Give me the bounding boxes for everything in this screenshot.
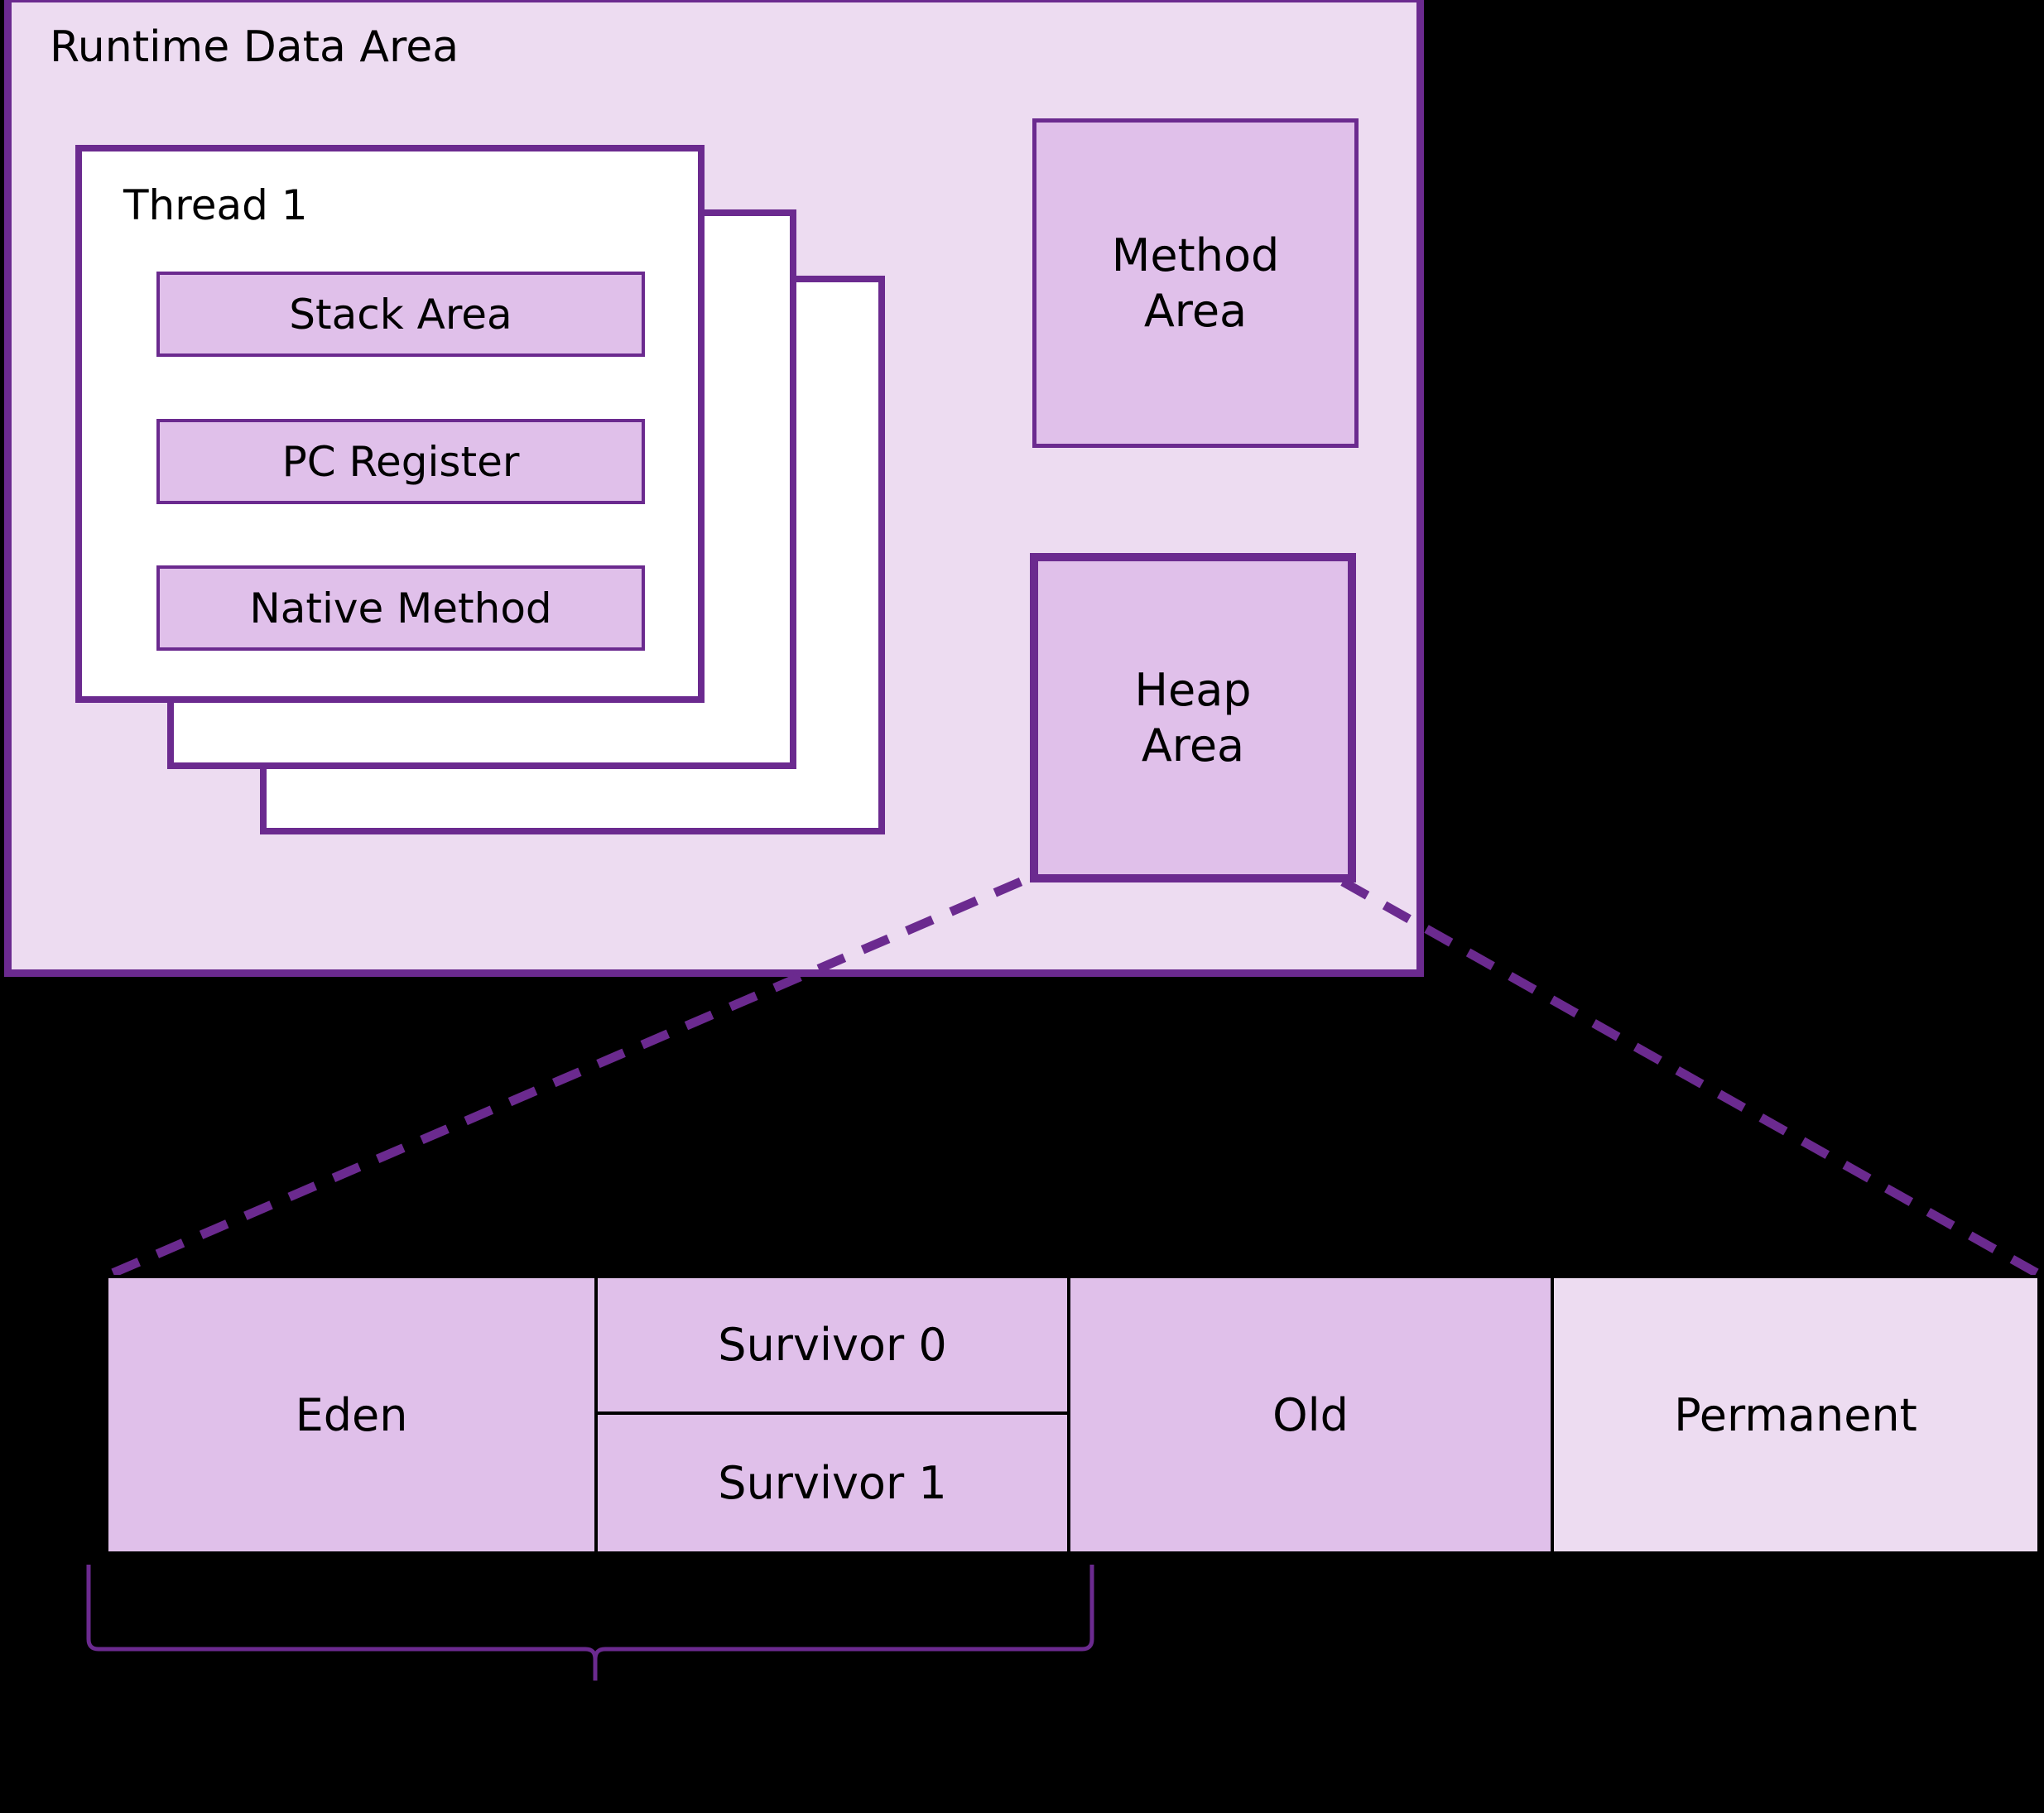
- heap-area-label-line1: Heap: [1134, 663, 1252, 716]
- brace-path: [86, 1565, 1094, 1681]
- eden-region[interactable]: Eden: [105, 1275, 598, 1555]
- runtime-data-area-container: Runtime Data Area Thread 1 Stack Area PC…: [4, 0, 1424, 977]
- permanent-region[interactable]: Permanent: [1551, 1275, 2041, 1555]
- young-generation-brace: [86, 1565, 1094, 1681]
- heap-area-box[interactable]: Heap Area: [1030, 553, 1356, 882]
- runtime-data-area-title: Runtime Data Area: [50, 22, 459, 72]
- stack-area-box[interactable]: Stack Area: [156, 272, 645, 357]
- survivor-1-region[interactable]: Survivor 1: [718, 1457, 947, 1509]
- pc-register-box[interactable]: PC Register: [156, 419, 645, 504]
- heap-area-label-line2: Area: [1141, 719, 1245, 772]
- thread-sheet-front[interactable]: Thread 1 Stack Area PC Register Native M…: [75, 145, 705, 703]
- survivor-0-region[interactable]: Survivor 0: [598, 1278, 1067, 1415]
- method-area-box[interactable]: Method Area: [1032, 118, 1359, 448]
- method-area-label-line1: Method: [1111, 228, 1280, 281]
- method-area-label-line2: Area: [1143, 285, 1248, 337]
- old-region[interactable]: Old: [1067, 1275, 1554, 1555]
- heap-generations-bar: Eden Survivor 0 Survivor 1 Old Permanent: [105, 1275, 2044, 1555]
- connector-right-dashed-line: [1340, 878, 2044, 1280]
- thread-label: Thread 1: [123, 181, 308, 229]
- survivor-regions: Survivor 0 Survivor 1: [594, 1275, 1070, 1555]
- native-method-box[interactable]: Native Method: [156, 565, 645, 651]
